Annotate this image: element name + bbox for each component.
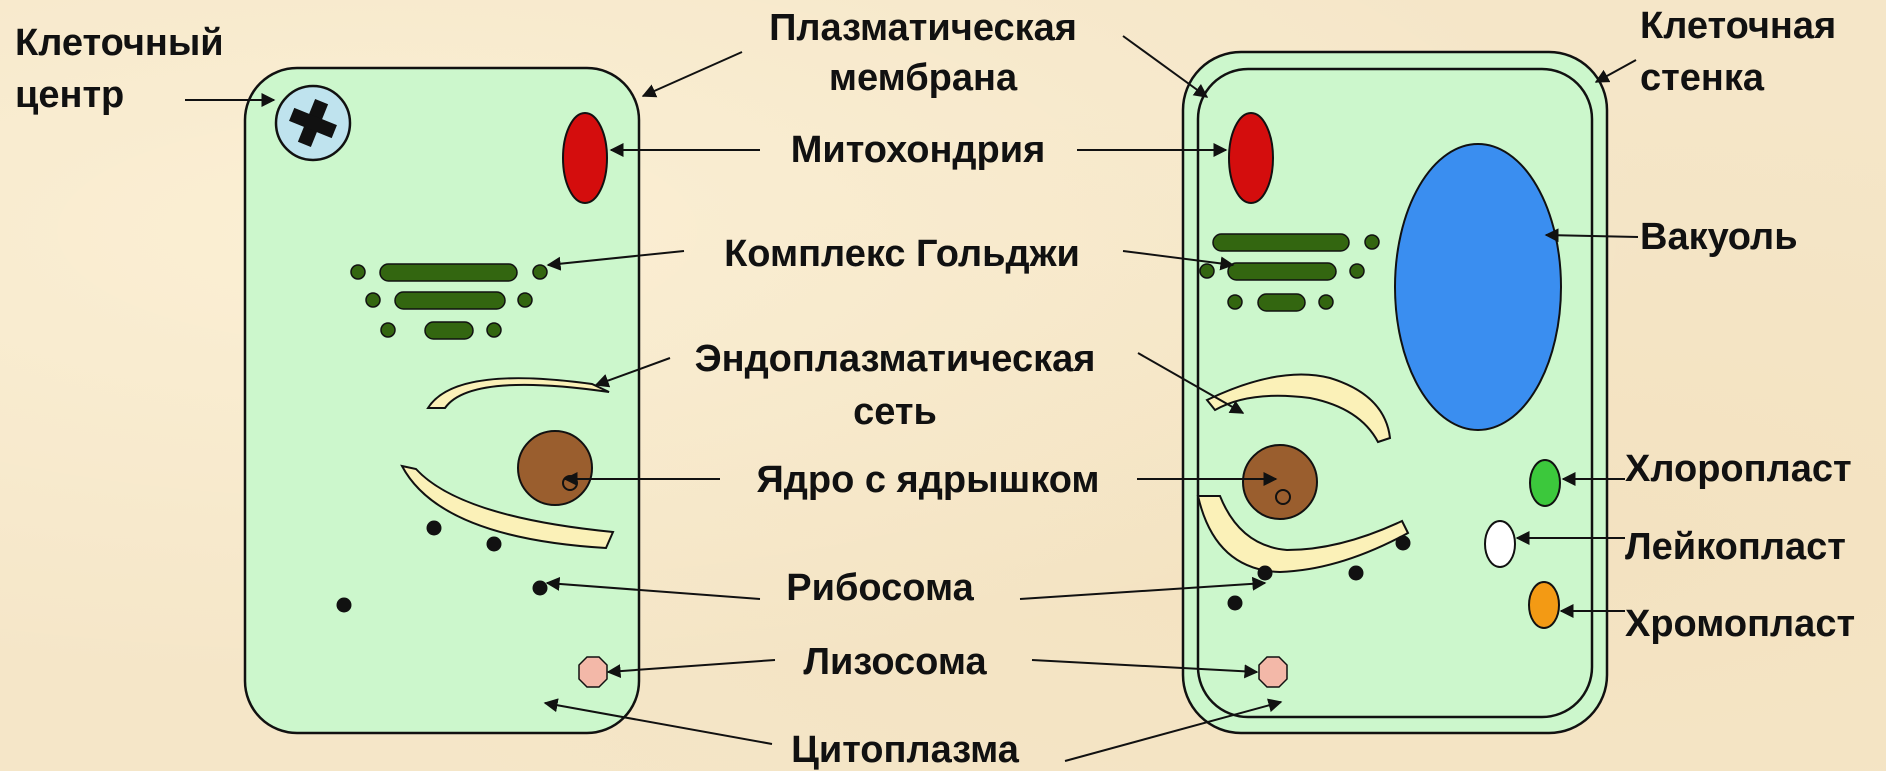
label-leucoplast: Лейкопласт <box>1625 526 1846 568</box>
label-nucleus: Ядро с ядрышком <box>756 459 1099 501</box>
label-cytoplasm: Цитоплазма <box>791 729 1020 771</box>
nucleus <box>517 430 593 506</box>
label-plasma-membrane-2: мембрана <box>829 57 1018 99</box>
plant-mitochondria <box>1228 112 1274 204</box>
endoplasmic-reticulum <box>400 377 615 550</box>
label-golgi: Комплекс Гольджи <box>724 233 1080 275</box>
mitochondria <box>562 112 608 204</box>
label-lysosome: Лизосома <box>803 641 987 683</box>
label-vacuole: Вакуоль <box>1640 216 1798 258</box>
chromoplast <box>1528 581 1560 629</box>
label-er-2: сеть <box>853 391 937 433</box>
label-ribosome: Рибосома <box>786 567 974 609</box>
label-cell-wall-1: Клеточная <box>1640 5 1836 47</box>
vacuole <box>1394 143 1562 431</box>
plant-endoplasmic-reticulum <box>1196 373 1410 574</box>
plant-nucleus <box>1242 444 1318 520</box>
plant-lysosome <box>1258 656 1288 688</box>
label-cell-wall-2: стенка <box>1640 57 1765 99</box>
plant-cell <box>1181 50 1609 735</box>
lysosome <box>578 656 608 688</box>
label-mitochondria: Митохондрия <box>791 129 1046 171</box>
ribosomes <box>336 520 548 613</box>
label-cell-center-1: Клеточный <box>15 22 224 64</box>
label-chloroplast: Хлоропласт <box>1625 448 1852 490</box>
leucoplast <box>1484 520 1516 568</box>
centrosome <box>274 84 352 162</box>
label-cell-center-2: центр <box>15 74 124 116</box>
labels: Клеточный центр Плазматическая мембрана … <box>15 5 1855 771</box>
label-chromoplast: Хромопласт <box>1625 603 1855 645</box>
animal-cell <box>243 66 641 735</box>
leader-lines <box>185 35 1639 762</box>
label-plasma-membrane-1: Плазматическая <box>769 7 1077 49</box>
label-er-1: Эндоплазматическая <box>695 338 1096 380</box>
chloroplast <box>1529 459 1561 507</box>
plant-golgi <box>1199 233 1380 312</box>
centrosome-plus-icon <box>289 99 337 147</box>
golgi <box>350 263 548 340</box>
plant-ribosomes <box>1227 535 1411 611</box>
